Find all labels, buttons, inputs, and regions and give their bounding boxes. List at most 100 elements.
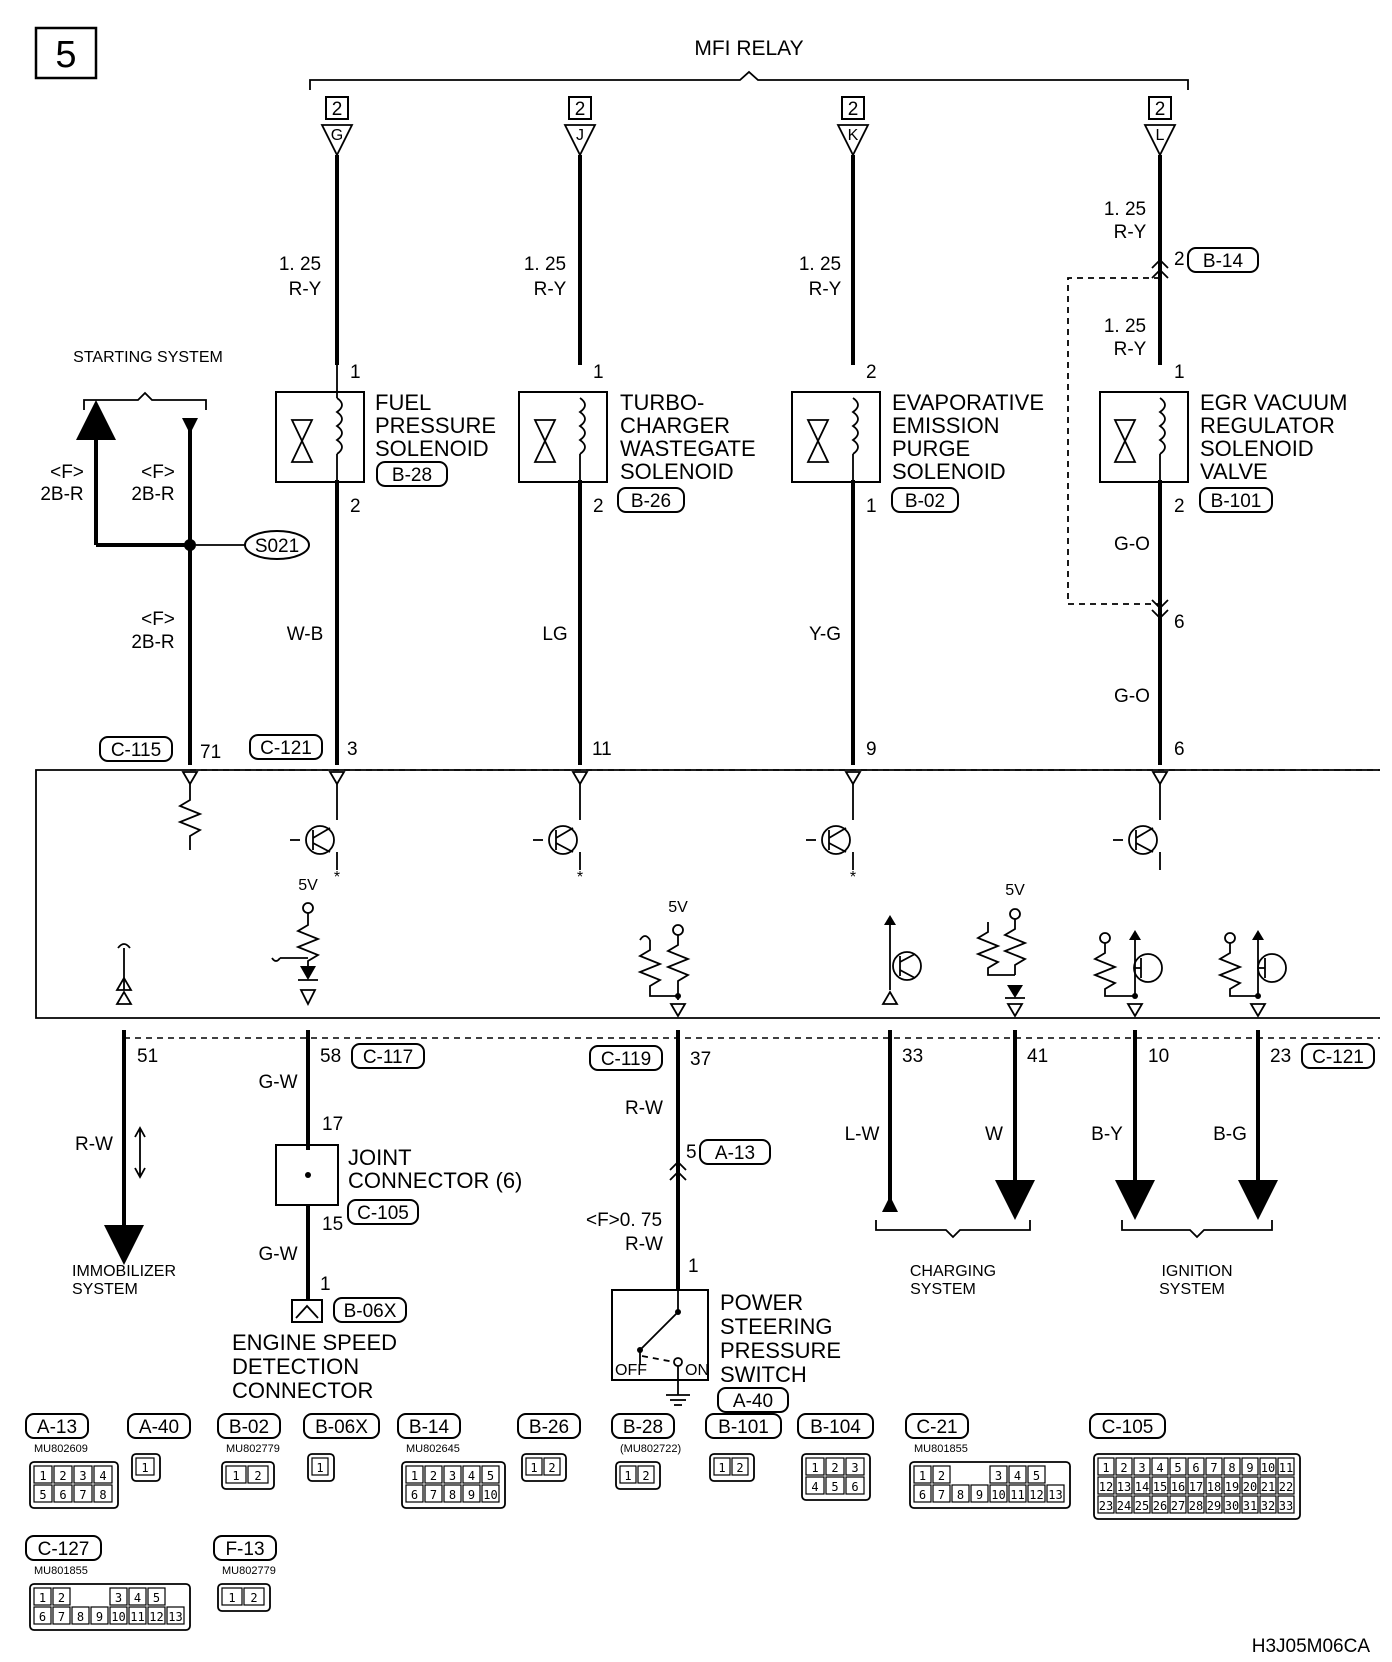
svg-text:S021: S021: [255, 536, 299, 557]
svg-text:B-06X: B-06X: [344, 1301, 397, 1322]
svg-text:SOLENOID: SOLENOID: [375, 436, 489, 461]
legend-pin: 8: [77, 1610, 84, 1624]
svg-text:C-117: C-117: [363, 1047, 413, 1068]
egr-solenoid: [1099, 391, 1189, 483]
svg-text:IMMOBILIZER: IMMOBILIZER: [72, 1263, 176, 1280]
legend-id: F-13: [225, 1539, 264, 1560]
svg-text:STEERING: STEERING: [720, 1314, 832, 1339]
svg-text:*: *: [577, 869, 583, 886]
legend-id: B-104: [810, 1417, 861, 1438]
fuel-pressure-solenoid: [275, 391, 365, 483]
svg-text:G-O: G-O: [1114, 534, 1150, 555]
legend-pin: 24: [1117, 1499, 1131, 1513]
legend-pin: 19: [1225, 1480, 1239, 1494]
legend-pin: 2: [831, 1461, 838, 1475]
svg-text:1: 1: [593, 362, 604, 383]
svg-text:2: 2: [350, 496, 361, 517]
purge-solenoid: [791, 391, 881, 483]
legend-pin: 5: [1033, 1469, 1040, 1483]
legend-pin: 2: [548, 1461, 555, 1475]
legend-pin: 4: [811, 1480, 818, 1494]
legend-pin: 12: [1029, 1488, 1043, 1502]
svg-text:C-105: C-105: [357, 1203, 409, 1224]
svg-text:G: G: [331, 127, 343, 144]
svg-text:6: 6: [1174, 739, 1185, 760]
legend-part-number: MU802779: [226, 1443, 280, 1455]
legend-pin: 6: [411, 1488, 418, 1502]
svg-text:A-40: A-40: [733, 1391, 773, 1412]
transistor-egr: [1113, 784, 1161, 870]
engine-speed-internal: 5V: [271, 877, 321, 1007]
legend-pin: 9: [976, 1488, 983, 1502]
legend-pin: 1: [141, 1461, 148, 1475]
svg-text:B-14: B-14: [1203, 251, 1244, 272]
legend-pin: 8: [99, 1488, 106, 1502]
legend-pin: 15: [1153, 1480, 1167, 1494]
transistor-purge: *: [806, 784, 856, 886]
wastegate-circuit: 1. 25 R-Y 1 2 TURBO- CHARGER WASTEGATE S…: [518, 155, 756, 765]
legend-pin: 1: [530, 1461, 537, 1475]
svg-text:STARTING SYSTEM: STARTING SYSTEM: [73, 349, 223, 366]
legend-pin: 7: [79, 1488, 86, 1502]
svg-text:1. 25: 1. 25: [1104, 316, 1146, 337]
ignition-internal-b: [1217, 930, 1287, 1018]
legend-pin: 6: [919, 1488, 926, 1502]
ps-switch-internal: 5V: [637, 899, 691, 1018]
legend-pin: 17: [1189, 1480, 1203, 1494]
legend-pin: 4: [99, 1469, 106, 1483]
figure-code: H3J05M06CA: [1252, 1636, 1371, 1657]
svg-text:<F>: <F>: [50, 462, 84, 483]
svg-text:1: 1: [866, 496, 877, 517]
legend-connector-a-40: A-401: [127, 1413, 191, 1482]
legend-pin: 1: [39, 1469, 46, 1483]
svg-text:J: J: [576, 127, 584, 144]
svg-text:33: 33: [902, 1046, 923, 1067]
legend-pin: 10: [991, 1488, 1005, 1502]
svg-text:1. 25: 1. 25: [799, 254, 841, 275]
legend-pin: 7: [938, 1488, 945, 1502]
page-number-box: 5: [34, 26, 98, 80]
svg-text:REGULATOR: REGULATOR: [1200, 413, 1335, 438]
svg-text:OFF: OFF: [615, 1362, 647, 1379]
svg-text:PRESSURE: PRESSURE: [720, 1338, 841, 1363]
svg-text:5V: 5V: [298, 877, 318, 894]
purge-circuit: 1. 25 R-Y 2 1 EVAPORATIVE EMISSION PURGE…: [791, 155, 1044, 765]
legend-part-number: MU802645: [406, 1443, 460, 1455]
legend-pin: 27: [1171, 1499, 1185, 1513]
svg-text:2: 2: [332, 99, 343, 120]
svg-text:B-G: B-G: [1213, 1124, 1247, 1145]
legend-pin: 12: [1099, 1480, 1113, 1494]
legend-part-number: MU802779: [222, 1565, 276, 1577]
svg-text:B-02: B-02: [905, 491, 945, 512]
legend-id: C-105: [1102, 1417, 1154, 1438]
svg-text:CHARGING: CHARGING: [910, 1263, 996, 1280]
svg-text:LG: LG: [542, 624, 567, 645]
legend-pin: 3: [851, 1461, 858, 1475]
legend-pin: 7: [430, 1488, 437, 1502]
legend-pin: 3: [79, 1469, 86, 1483]
legend-pin: 1: [228, 1591, 235, 1605]
svg-text:C-119: C-119: [601, 1049, 651, 1070]
legend-pin: 7: [1210, 1461, 1217, 1475]
svg-text:W-B: W-B: [287, 624, 324, 645]
legend-pin: 13: [168, 1610, 182, 1624]
svg-text:37: 37: [690, 1049, 711, 1070]
immobilizer-internal: [115, 943, 133, 1005]
svg-text:2: 2: [848, 99, 859, 120]
svg-text:1. 25: 1. 25: [1104, 199, 1146, 220]
legend-part-number: MU801855: [914, 1443, 968, 1455]
engine-speed-circuit: 58 C-117 G-W 17 JOINT CONNECTOR (6) C-10…: [232, 1030, 522, 1403]
legend-pin: 33: [1279, 1499, 1293, 1513]
legend-part-number: MU802609: [34, 1443, 88, 1455]
legend-pin: 5: [153, 1591, 160, 1605]
svg-text:1: 1: [1174, 362, 1185, 383]
svg-text:R-Y: R-Y: [1114, 339, 1147, 360]
svg-text:POWER: POWER: [720, 1290, 803, 1315]
legend-pin: 2: [736, 1461, 743, 1475]
legend-id: B-02: [229, 1417, 269, 1438]
svg-text:C-121: C-121: [1312, 1047, 1364, 1068]
